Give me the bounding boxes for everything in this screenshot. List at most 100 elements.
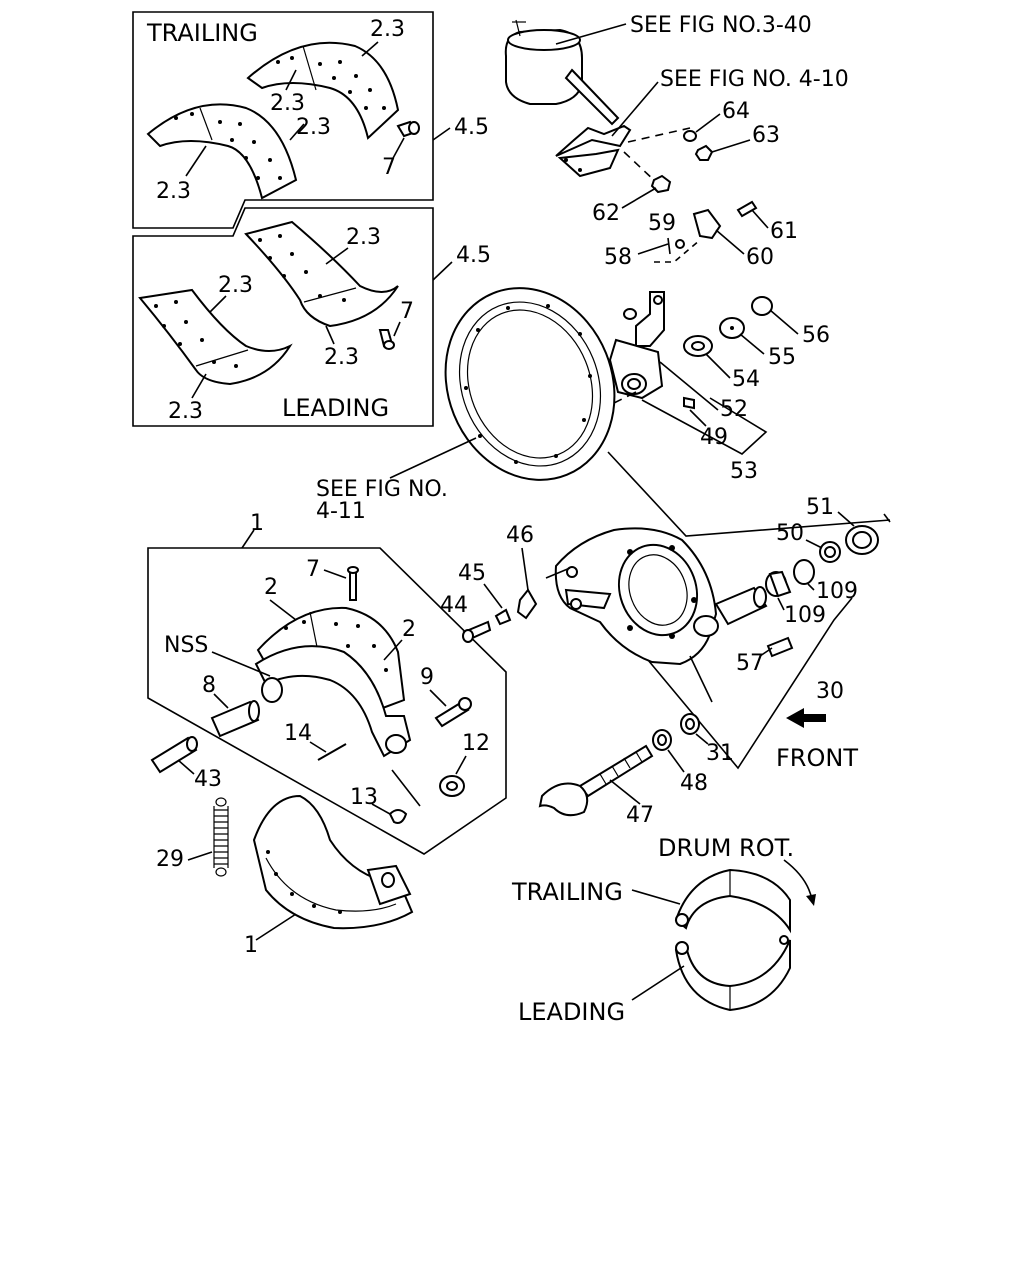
label-43: 43 <box>194 767 222 792</box>
dust-shield: SEE FIG NO. 4-11 <box>316 287 616 524</box>
rotation-arrow-icon <box>783 859 813 901</box>
label-55: 55 <box>768 345 796 370</box>
label-54: 54 <box>732 367 760 392</box>
front-arrow-group: FRONT <box>776 708 858 772</box>
label-50: 50 <box>776 521 804 546</box>
label-48: 48 <box>680 771 708 796</box>
trailing-upper-lining <box>246 41 400 140</box>
rivet-icon <box>396 120 420 138</box>
label-29: 29 <box>156 847 184 872</box>
label-leading: LEADING <box>518 998 625 1026</box>
trailing-inset-title: TRAILING <box>146 19 258 47</box>
washer-59-icon <box>675 239 685 249</box>
label-52: 52 <box>720 397 748 422</box>
fastener-group: 44 45 46 <box>440 523 538 643</box>
brake-spider <box>545 527 768 666</box>
trailing-inset: TRAILING 2.3 2.3 2.3 2.3 <box>132 11 489 229</box>
label-31: 31 <box>706 741 734 766</box>
label-1-top: 1 <box>250 511 264 536</box>
clip-46-icon <box>516 588 538 620</box>
ref-fig-3-40: SEE FIG NO.3-40 <box>630 13 812 38</box>
label-53: 53 <box>730 459 758 484</box>
leading-upper-lining <box>244 220 399 328</box>
bushing-43-group: 43 <box>150 736 222 792</box>
label-49: 49 <box>700 425 728 450</box>
label-63: 63 <box>752 123 780 148</box>
grease-fitting-49-icon <box>683 396 695 410</box>
label-drum-rot: DRUM ROT. <box>658 834 794 862</box>
leading-label-2-3-b: 2.3 <box>218 273 253 298</box>
rivet-7-icon <box>349 569 357 601</box>
group-30: 30 31 48 <box>647 597 853 796</box>
label-9: 9 <box>420 665 434 690</box>
leading-label-2-3-d: 2.3 <box>168 399 203 424</box>
clevis-60-icon <box>692 208 722 240</box>
label-57: 57 <box>736 651 764 676</box>
snap-ring-56-icon <box>751 296 773 316</box>
label-44: 44 <box>440 593 468 618</box>
label-64: 64 <box>722 99 750 124</box>
label-2-right: 2 <box>402 617 416 642</box>
nut-63-icon <box>694 144 714 161</box>
camshaft-47: 47 <box>538 744 654 828</box>
label-45: 45 <box>458 561 486 586</box>
leading-label-2-3-c: 2.3 <box>324 345 359 370</box>
slack-adjuster-group: 56 55 54 52 49 53 <box>519 291 830 484</box>
trailing-label-2-3-a: 2.3 <box>370 17 405 42</box>
leading-label-2-3-a: 2.3 <box>346 225 381 250</box>
label-59: 59 <box>648 211 676 236</box>
leading-inset: LEADING 2.3 2.3 2.3 2.3 7 <box>132 207 491 427</box>
brake-chamber-group: SEE FIG NO.3-40 SEE FIG NO. 4-10 <box>504 13 849 183</box>
leading-callout-4-5: 4.5 <box>456 243 491 268</box>
drum-rotation-diagram: DRUM ROT. TRAILING LEADING <box>511 834 816 1026</box>
label-46: 46 <box>506 523 534 548</box>
label-109b: 109 <box>784 603 826 628</box>
nut-62-icon <box>650 174 672 194</box>
spring-29-group: 29 <box>156 797 229 877</box>
bushing-109b-icon <box>793 559 815 585</box>
trailing-label-7: 7 <box>382 155 396 180</box>
bushings-seals: 50 51 109 109 57 <box>607 451 891 676</box>
label-1-bottom: 1 <box>244 933 258 958</box>
label-56: 56 <box>802 323 830 348</box>
shoe-assembly-group: 1 7 2 2 NSS 8 9 14 12 <box>147 511 507 855</box>
leading-label-7: 7 <box>400 299 414 324</box>
label-109a: 109 <box>816 579 858 604</box>
label-13: 13 <box>350 785 378 810</box>
bolt-57-icon <box>766 636 794 658</box>
trailing-lower-lining <box>146 103 298 200</box>
bolt-61-icon <box>736 200 758 218</box>
label-30: 30 <box>816 679 844 704</box>
label-61: 61 <box>770 219 798 244</box>
rivet-icon <box>378 329 395 350</box>
label-8: 8 <box>202 673 216 698</box>
label-51: 51 <box>806 495 834 520</box>
ref-fig-4-11-line1: SEE FIG NO. <box>316 477 448 502</box>
pin-8-icon <box>210 700 260 738</box>
trailing-label-2-3-b: 2.3 <box>270 91 305 116</box>
label-nss: NSS <box>164 633 208 658</box>
label-62: 62 <box>592 201 620 226</box>
hardware-group: 64 63 62 59 61 58 60 <box>592 99 798 270</box>
washer-45-icon <box>494 608 512 626</box>
label-12: 12 <box>462 731 490 756</box>
clip-13-icon <box>388 809 408 824</box>
label-2-left: 2 <box>264 575 278 600</box>
label-60: 60 <box>746 245 774 270</box>
trailing-label-2-3-d: 2.3 <box>156 179 191 204</box>
leading-inset-title: LEADING <box>282 394 389 422</box>
ref-fig-4-10: SEE FIG NO. 4-10 <box>660 67 849 92</box>
ref-fig-4-11-line2: 4-11 <box>316 499 366 524</box>
label-trailing: TRAILING <box>511 878 623 906</box>
label-front: FRONT <box>776 744 858 772</box>
lower-shoe: 1 <box>244 794 414 958</box>
label-7: 7 <box>306 557 320 582</box>
arrow-left-icon <box>786 708 826 728</box>
label-14: 14 <box>284 721 312 746</box>
trailing-callout-4-5: 4.5 <box>454 115 489 140</box>
leading-lower-lining <box>138 288 293 386</box>
washer-64-icon <box>683 130 697 142</box>
label-58: 58 <box>604 245 632 270</box>
label-47: 47 <box>626 803 654 828</box>
